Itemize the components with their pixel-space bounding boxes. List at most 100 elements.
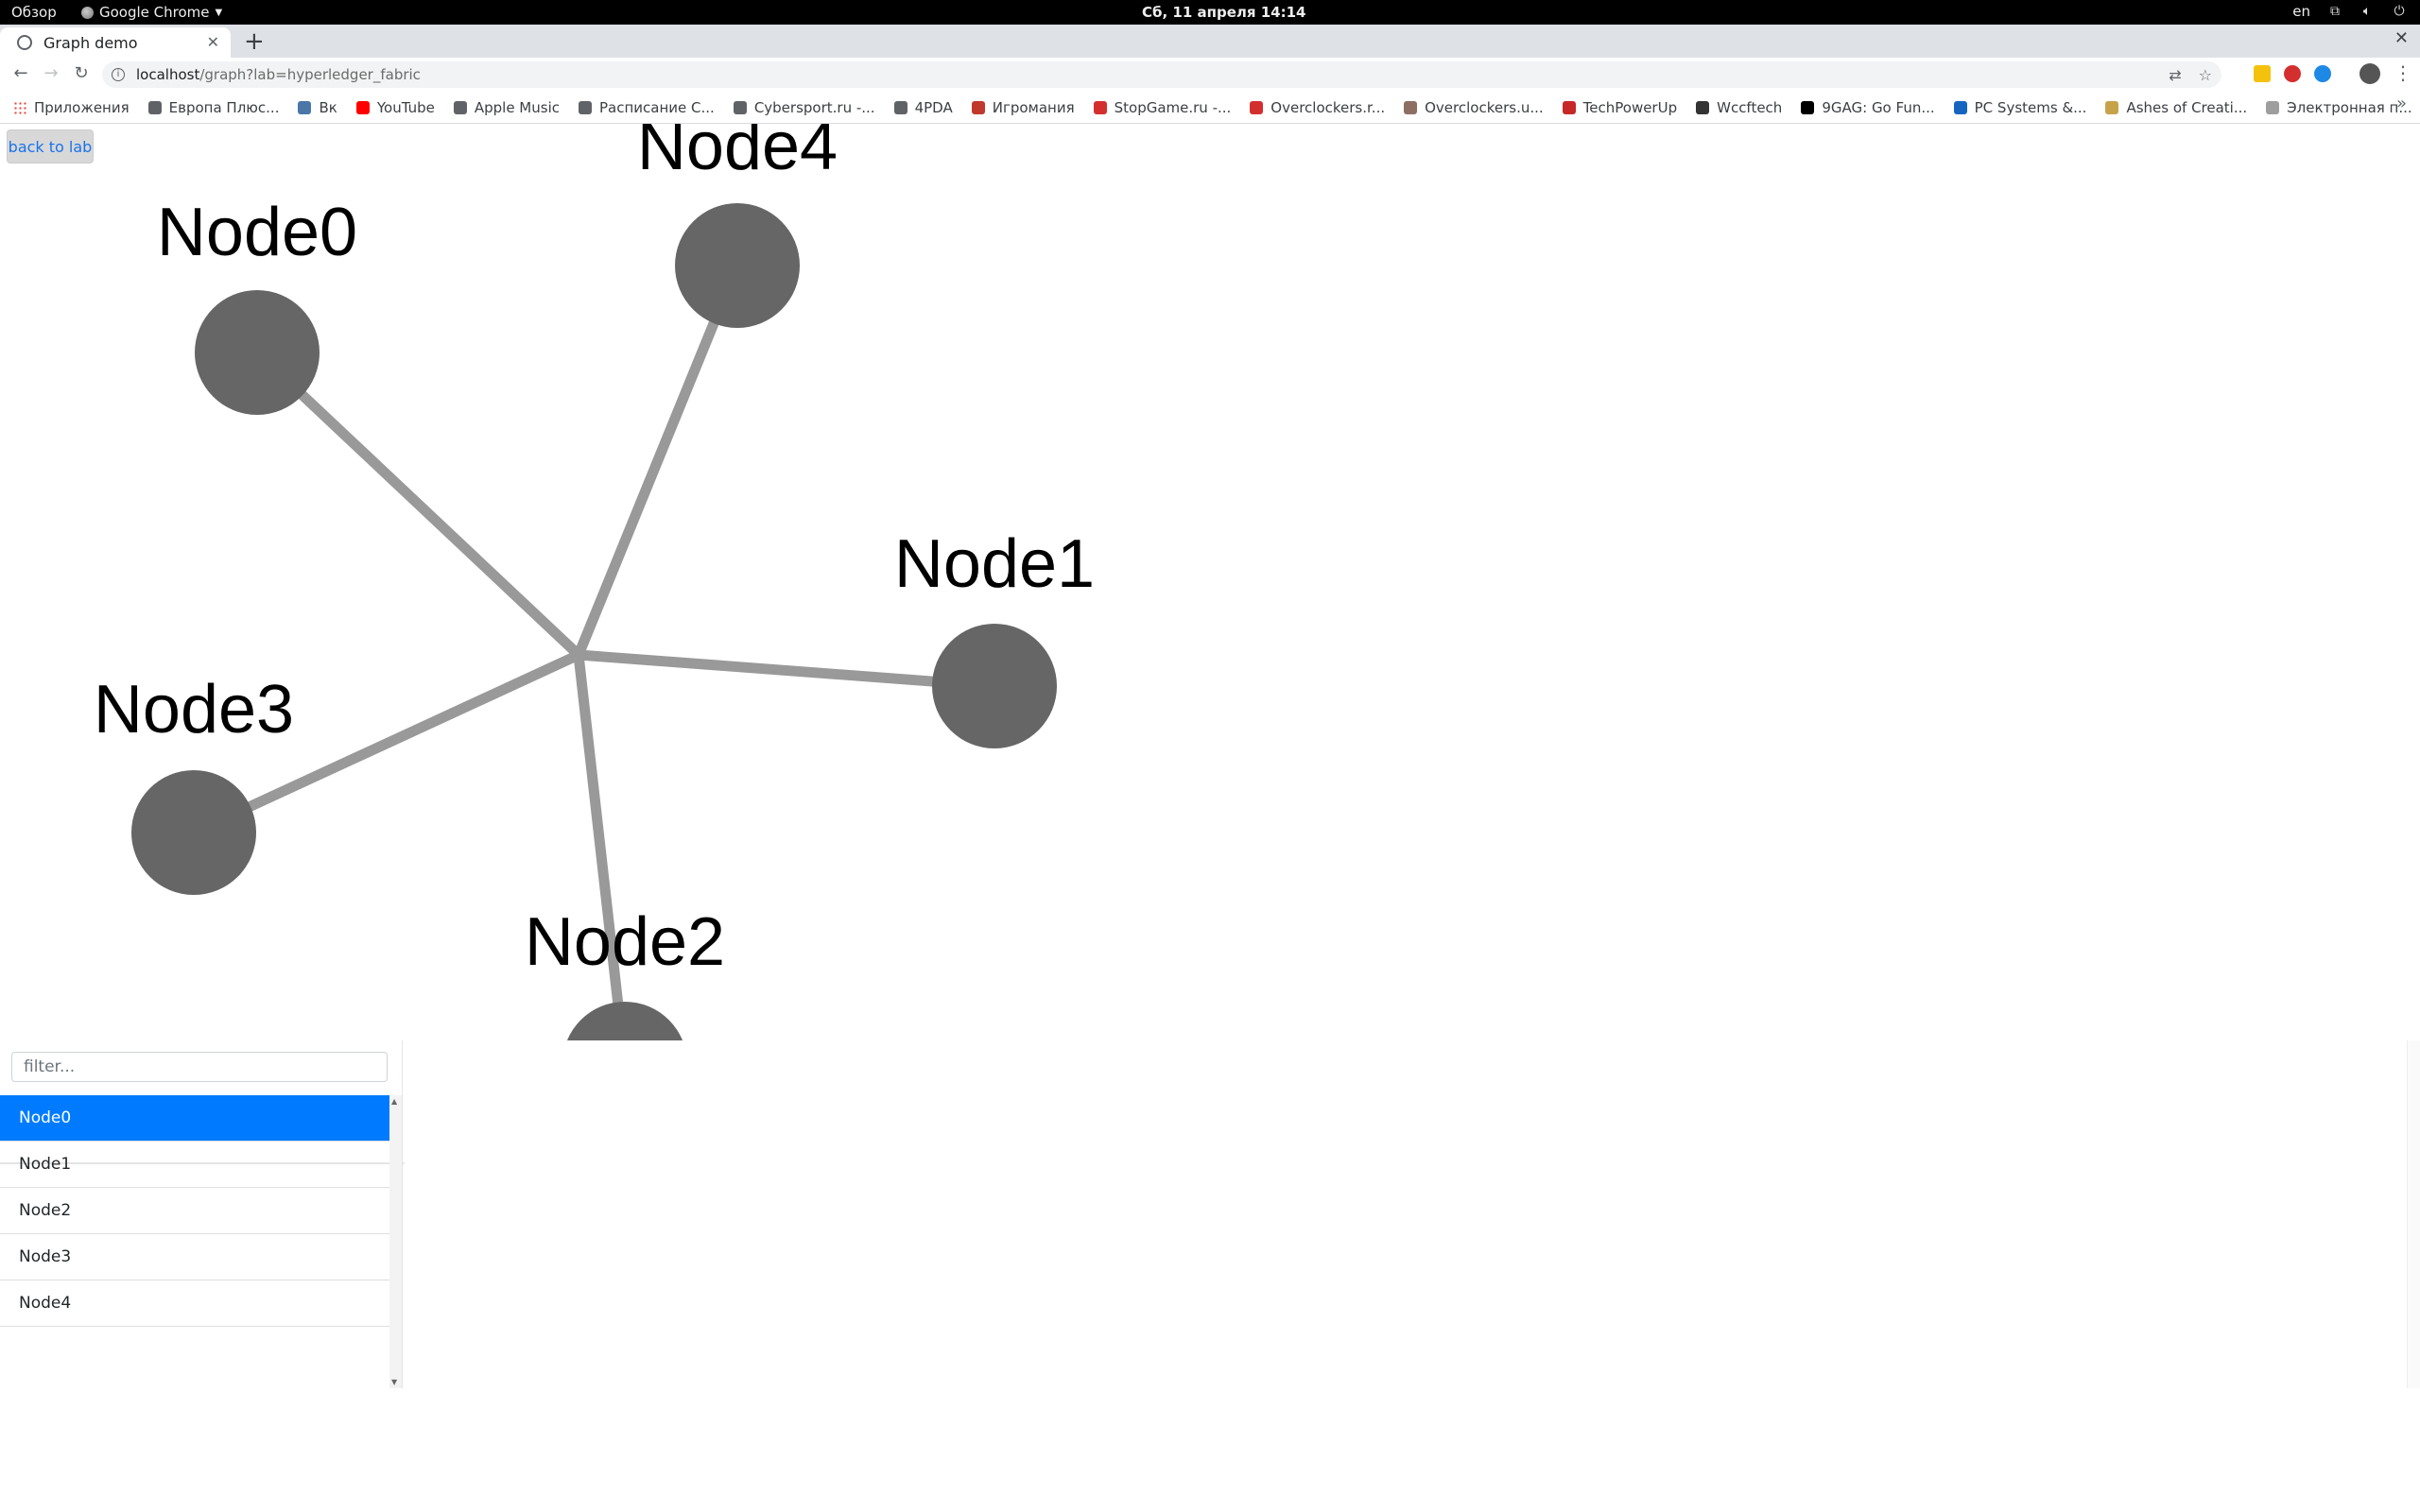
bookmark-favicon-icon (453, 100, 467, 114)
bookmark-favicon-icon (1250, 100, 1264, 114)
bookmark-label: Игромания (992, 98, 1075, 116)
input-language[interactable]: en (2292, 3, 2310, 20)
node-list-panel: filter... Node0 Node1 Node2 Node3 Node4 … (0, 1040, 403, 1388)
extensions-area (2254, 65, 2331, 82)
bookmark-item[interactable]: PC Systems &... (1953, 98, 2087, 116)
detail-scrollbar[interactable] (2407, 1040, 2420, 1388)
bookmark-label: Overclockers.u... (1425, 98, 1544, 116)
graph-canvas[interactable]: Node0 Node4 Node1 Node3 Node2 (0, 124, 2420, 1163)
graph-node-3[interactable] (131, 770, 256, 895)
node-detail-panel (405, 1040, 2420, 1388)
chevron-down-icon: ▼ (215, 7, 223, 18)
bookmark-item[interactable]: Игромания (971, 98, 1075, 116)
graph-edges (191, 263, 995, 1065)
bookmark-item[interactable]: Электронная п... (2266, 99, 2412, 116)
info-icon[interactable]: i (112, 68, 125, 81)
back-to-lab-button[interactable]: back to lab (7, 129, 94, 163)
bookmark-favicon-icon (733, 100, 747, 114)
node-list-item-4[interactable]: Node4 (0, 1280, 389, 1327)
address-bar[interactable]: i localhost /graph?lab=hyperledger_fabri… (102, 61, 2221, 88)
globe-icon (17, 35, 32, 50)
system-tray[interactable]: en ⧉ 🔈︎ ⏻ (2292, 3, 2407, 20)
bookmark-item[interactable]: YouTube (355, 99, 435, 116)
profile-avatar[interactable] (2360, 63, 2380, 84)
edge-node0 (253, 348, 582, 660)
bookmark-item[interactable]: Cybersport.ru -... (733, 98, 875, 116)
bookmark-favicon-icon (355, 100, 370, 114)
bookmark-label: 4PDA (914, 98, 953, 116)
bookmark-favicon-icon (893, 100, 908, 114)
close-icon[interactable]: ✕ (206, 33, 219, 51)
bookmark-item[interactable]: StopGame.ru -... (1093, 98, 1232, 116)
system-clock[interactable]: Сб, 11 апреля 14:14 (1142, 4, 1306, 21)
power-icon[interactable]: ⏻ (2394, 4, 2405, 19)
node-list-item-2[interactable]: Node2 (0, 1188, 389, 1234)
bookmark-item[interactable]: 9GAG: Go Fun... (1801, 98, 1935, 116)
tab-strip: Graph demo ✕ + ✕ (0, 25, 2420, 58)
bookmark-item[interactable]: Ashes of Creati... (2105, 99, 2247, 116)
filter-input[interactable]: filter... (11, 1052, 388, 1082)
graph-node-0[interactable] (195, 290, 320, 415)
bookmark-label: StopGame.ru -... (1114, 98, 1232, 116)
bookmark-favicon-icon (1562, 100, 1576, 114)
bookmark-label: PC Systems &... (1974, 98, 2087, 116)
bookmark-item[interactable]: Overclockers.r... (1250, 99, 1385, 116)
tab-graph-demo[interactable]: Graph demo ✕ (0, 27, 231, 58)
url-host: localhost (136, 66, 200, 83)
extension-icon[interactable] (2254, 65, 2271, 82)
extension-f-icon[interactable] (2314, 65, 2331, 82)
bookmark-item[interactable]: Расписание С... (579, 99, 715, 116)
bookmark-label: TechPowerUp (1582, 98, 1678, 116)
adblock-icon[interactable] (2284, 65, 2301, 82)
bookmark-label: Электронная п... (2287, 98, 2412, 116)
bookmark-label: Cybersport.ru -... (753, 98, 875, 116)
bookmark-item[interactable]: 4PDA (893, 98, 953, 116)
window-close-icon[interactable]: ✕ (2394, 28, 2409, 48)
node-list-item-3[interactable]: Node3 (0, 1234, 389, 1280)
edge-node3 (191, 650, 581, 837)
bookmark-item[interactable]: Вк (298, 99, 337, 116)
bookmark-item[interactable]: TechPowerUp (1562, 98, 1678, 116)
system-top-bar: Обзор Google Chrome ▼ Сб, 11 апреля 14:1… (0, 0, 2420, 25)
bookmarks-overflow-icon[interactable]: » (2395, 94, 2407, 113)
bookmark-favicon-icon (971, 100, 985, 114)
bookmark-item[interactable]: Overclockers.u... (1404, 99, 1544, 116)
node-list: Node0 Node1 Node2 Node3 Node4 (0, 1095, 389, 1327)
bookmark-item[interactable]: Apple Music (453, 99, 560, 116)
bookmarks-bar: Приложения Европа Плюс... Вк YouTube Apple M… (0, 92, 2420, 124)
translate-icon[interactable]: ⇄ (2169, 66, 2182, 84)
node-list-item-1[interactable]: Node1 (0, 1142, 389, 1188)
scroll-down-icon[interactable]: ▼ (391, 1378, 398, 1386)
network-icon[interactable]: ⧉ (2330, 4, 2340, 19)
bookmark-favicon-icon (1696, 100, 1710, 114)
list-scrollbar[interactable]: ▲ ▼ (389, 1095, 402, 1388)
graph-node-4[interactable] (675, 203, 800, 328)
bookmark-item[interactable]: Приложения (13, 99, 130, 116)
bookmark-item[interactable]: Wccftech (1696, 99, 1782, 116)
bookmark-favicon-icon (579, 100, 592, 114)
graph-node-label-0: Node0 (157, 195, 357, 270)
forward-arrow-icon[interactable]: → (43, 63, 59, 83)
node-list-item-0[interactable]: Node0 (0, 1095, 389, 1142)
chrome-menu-icon[interactable]: ⋮ (2394, 61, 2412, 84)
graph-node-label-1: Node1 (894, 526, 1095, 602)
scroll-up-icon[interactable]: ▲ (391, 1097, 398, 1106)
bookmark-label: Overclockers.r... (1270, 98, 1386, 116)
activities-button[interactable]: Обзор (11, 4, 57, 21)
bookmark-star-icon[interactable]: ☆ (2198, 66, 2212, 84)
bookmark-favicon-icon (2105, 100, 2119, 114)
graph-node-1[interactable] (932, 624, 1057, 748)
app-menu-label: Google Chrome (99, 4, 210, 21)
back-arrow-icon[interactable]: ← (13, 63, 28, 83)
graph-nodes (131, 203, 1057, 1126)
bookmark-item[interactable]: Европа Плюс... (147, 99, 279, 116)
bookmark-label: Приложения (34, 98, 130, 116)
bookmark-favicon-icon (298, 100, 312, 114)
new-tab-button[interactable]: + (244, 27, 265, 56)
bookmark-favicon-icon (1801, 100, 1815, 114)
volume-icon[interactable]: 🔈︎ (2362, 4, 2372, 19)
reload-icon[interactable]: ↻ (74, 63, 89, 83)
app-menu[interactable]: Google Chrome ▼ (81, 4, 222, 21)
bookmark-label: 9GAG: Go Fun... (1822, 98, 1935, 116)
edge-node4 (573, 263, 743, 658)
